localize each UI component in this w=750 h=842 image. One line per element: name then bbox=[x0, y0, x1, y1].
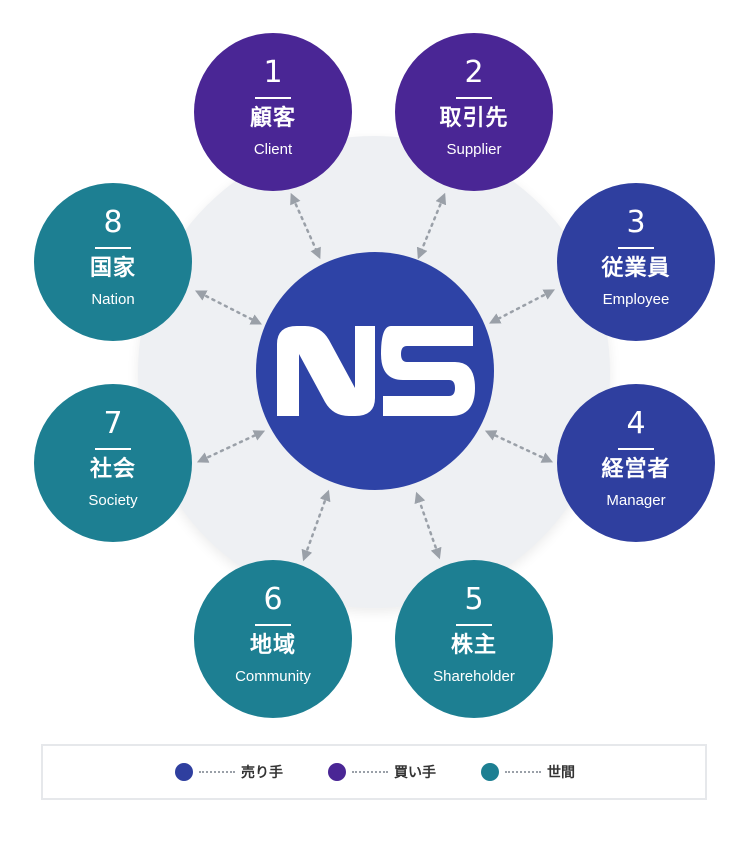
node-label-ja: 地域 bbox=[249, 633, 296, 658]
legend-dot-buyer bbox=[328, 763, 346, 781]
node-label-en: Nation bbox=[91, 291, 135, 308]
node-number: 2 bbox=[464, 55, 484, 90]
node-employee: 3 従業員 Employee bbox=[557, 183, 715, 341]
connector-society bbox=[196, 430, 266, 463]
node-nation: 8 国家 Nation bbox=[34, 183, 192, 341]
legend-dotted-line bbox=[352, 771, 388, 773]
node-manager: 4 経営者 Manager bbox=[557, 384, 715, 542]
node-label-en: Society bbox=[88, 492, 138, 509]
ns-logo-hub bbox=[256, 252, 494, 490]
node-label-ja: 社会 bbox=[89, 457, 136, 482]
node-label-ja: 取引先 bbox=[439, 106, 509, 131]
node-label-ja: 従業員 bbox=[601, 256, 671, 281]
node-label-ja: 顧客 bbox=[249, 106, 296, 131]
node-divider bbox=[95, 448, 131, 450]
node-number: 4 bbox=[626, 406, 646, 441]
node-divider bbox=[255, 97, 291, 99]
node-number: 7 bbox=[103, 406, 123, 441]
node-society: 7 社会 Society bbox=[34, 384, 192, 542]
node-community: 6 地域 Community bbox=[194, 560, 352, 718]
connector-employee bbox=[489, 289, 555, 324]
node-number: 5 bbox=[464, 582, 484, 617]
node-divider bbox=[255, 624, 291, 626]
legend: 売り手 買い手 世間 bbox=[41, 744, 707, 800]
node-divider bbox=[456, 97, 492, 99]
node-number: 6 bbox=[263, 582, 283, 617]
node-shareholder: 5 株主 Shareholder bbox=[395, 560, 553, 718]
node-client: 1 顧客 Client bbox=[194, 33, 352, 191]
node-label-en: Shareholder bbox=[433, 668, 515, 685]
legend-label-seller: 売り手 bbox=[241, 765, 283, 781]
legend-dotted-line bbox=[505, 771, 541, 773]
legend-dotted-line bbox=[199, 771, 235, 773]
legend-item-seller: 売り手 bbox=[175, 746, 283, 798]
connector-client bbox=[290, 192, 321, 260]
node-label-ja: 経営者 bbox=[601, 457, 671, 482]
node-number: 3 bbox=[626, 205, 646, 240]
ns-logo-icon bbox=[277, 326, 475, 416]
legend-dot-society bbox=[481, 763, 499, 781]
connector-shareholder bbox=[414, 491, 442, 560]
node-supplier: 2 取引先 Supplier bbox=[395, 33, 553, 191]
connector-community bbox=[301, 489, 331, 562]
legend-item-society: 世間 bbox=[481, 746, 575, 798]
node-label-ja: 国家 bbox=[89, 256, 136, 281]
legend-item-buyer: 買い手 bbox=[328, 746, 436, 798]
node-label-en: Manager bbox=[606, 492, 666, 509]
connector-manager bbox=[484, 430, 554, 463]
node-label-en: Supplier bbox=[446, 141, 502, 158]
legend-dot-seller bbox=[175, 763, 193, 781]
node-number: 1 bbox=[263, 55, 283, 90]
node-divider bbox=[618, 247, 654, 249]
node-divider bbox=[618, 448, 654, 450]
node-divider bbox=[456, 624, 492, 626]
legend-label-society: 世間 bbox=[547, 765, 575, 781]
node-label-en: Client bbox=[253, 141, 293, 158]
node-number: 8 bbox=[103, 205, 123, 240]
node-divider bbox=[95, 247, 131, 249]
node-label-en: Community bbox=[235, 668, 311, 685]
connector-nation bbox=[194, 290, 263, 325]
connector-supplier bbox=[416, 192, 447, 260]
node-label-en: Employee bbox=[602, 291, 670, 308]
node-label-ja: 株主 bbox=[450, 633, 497, 658]
legend-label-buyer: 買い手 bbox=[394, 765, 436, 781]
